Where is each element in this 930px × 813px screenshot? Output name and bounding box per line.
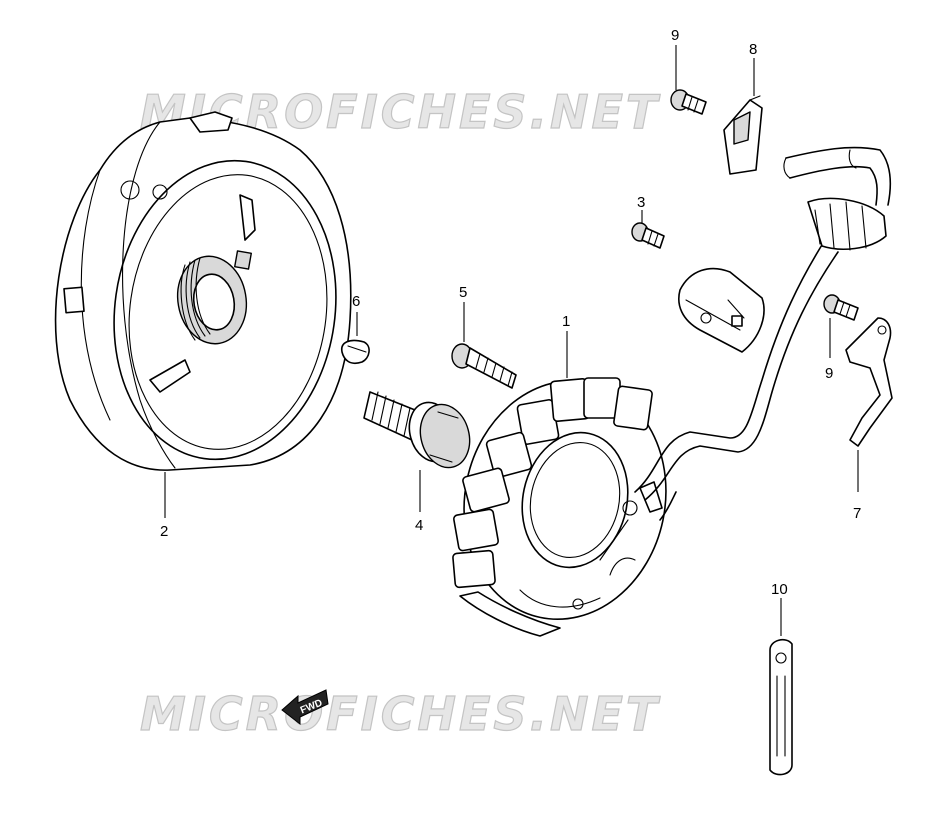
callout-7: 7 <box>853 505 861 522</box>
callout-6: 6 <box>352 293 360 310</box>
screw-top <box>670 89 707 115</box>
stator-assembly <box>452 377 667 637</box>
watermark-bottom: MICROFICHES.NET <box>140 687 661 741</box>
callout-9-top: 9 <box>671 27 679 44</box>
stator-screw <box>451 343 517 389</box>
callout-8: 8 <box>749 41 757 58</box>
rotor-bolt <box>363 391 471 469</box>
callout-2: 2 <box>160 523 168 540</box>
lead-clamp <box>723 95 763 175</box>
callout-4: 4 <box>415 517 423 534</box>
callout-5: 5 <box>459 284 467 301</box>
pickup-coil <box>631 222 765 353</box>
callout-3: 3 <box>637 194 645 211</box>
callout-9-right: 9 <box>825 365 833 382</box>
wire-harness <box>634 146 892 521</box>
lead-guide-bracket <box>845 317 893 447</box>
woodruff-key <box>340 339 370 365</box>
screw-right <box>823 294 859 321</box>
callout-10: 10 <box>771 581 788 598</box>
wire-strap <box>769 638 793 776</box>
callout-1: 1 <box>562 313 570 330</box>
flywheel-rotor <box>54 111 352 471</box>
